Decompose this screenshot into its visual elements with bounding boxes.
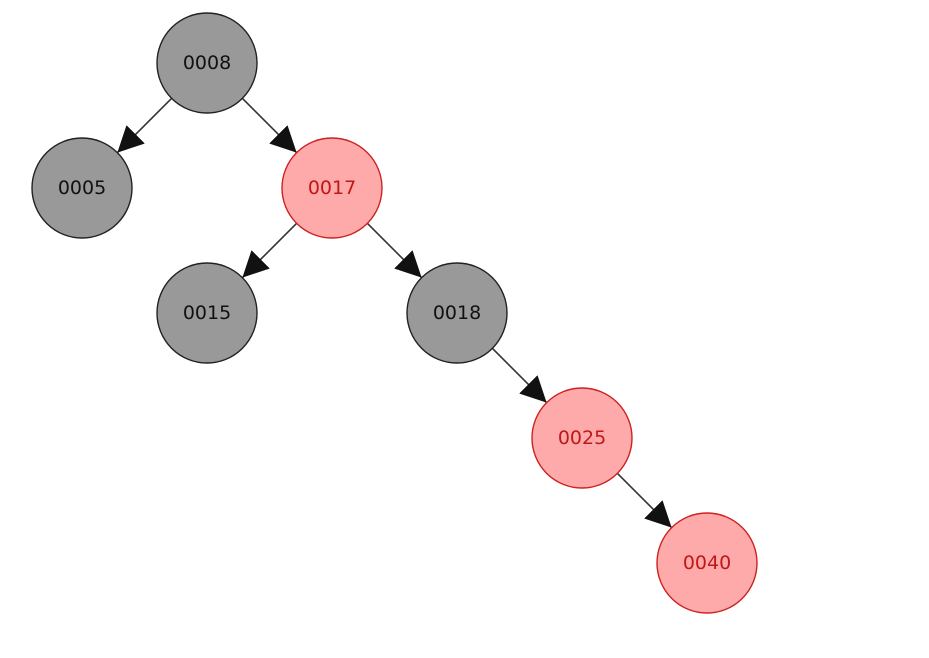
node-label: 0018: [433, 302, 481, 324]
tree-node-0018: 0018: [406, 262, 508, 364]
tree-node-0025: 0025: [531, 387, 633, 489]
edge-0008-to-0005: [116, 97, 173, 154]
edge-0017-to-0015: [241, 222, 298, 279]
edge-0008-to-0017: [241, 97, 298, 154]
tree-node-0040: 0040: [656, 512, 758, 614]
node-label: 0015: [183, 302, 231, 324]
tree-node-0008: 0008: [156, 12, 258, 114]
tree-node-0015: 0015: [156, 262, 258, 364]
node-circle-black: [31, 137, 133, 239]
nodes-layer: 0008 0005 0017 0015 0018 0025 0040: [31, 12, 758, 614]
node-circle-black: [156, 262, 258, 364]
edges-layer: [116, 97, 673, 529]
node-circle-red: [531, 387, 633, 489]
node-label: 0005: [58, 177, 106, 199]
tree-node-0005: 0005: [31, 137, 133, 239]
node-label: 0017: [308, 177, 356, 199]
node-label: 0008: [183, 52, 231, 74]
node-circle-black: [406, 262, 508, 364]
edge-0025-to-0040: [616, 472, 673, 529]
node-circle-red: [656, 512, 758, 614]
tree-node-0017: 0017: [281, 137, 383, 239]
node-label: 0025: [558, 427, 606, 449]
node-circle-red: [281, 137, 383, 239]
node-label: 0040: [683, 552, 731, 574]
edge-0017-to-0018: [366, 222, 423, 279]
edge-0018-to-0025: [491, 347, 548, 404]
node-circle-black: [156, 12, 258, 114]
